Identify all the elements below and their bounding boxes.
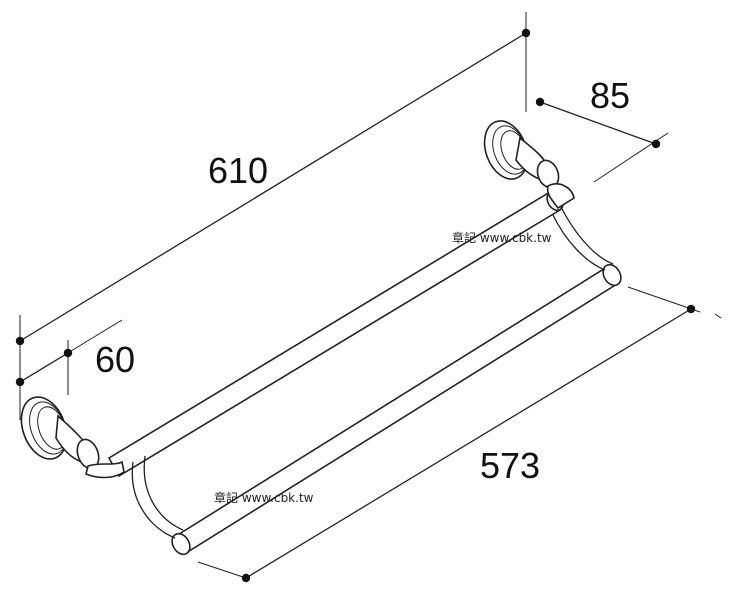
dimension-60: 60 [15, 319, 135, 395]
watermark-lower: 章記 www.cbk.tw [214, 490, 314, 505]
lower-towel-bar [171, 263, 622, 556]
support-arm-right [552, 204, 614, 271]
dimension-85: 85 [535, 75, 669, 183]
dimension-label-60: 60 [95, 339, 135, 380]
dimension-label-573: 573 [480, 445, 540, 486]
dimension-573: 573 [197, 286, 722, 583]
dimension-610: 610 [15, 12, 531, 420]
watermark-upper: 章記 www.cbk.tw [452, 230, 552, 245]
left-wall-bracket [20, 396, 125, 479]
right-wall-bracket [483, 120, 575, 210]
dimension-label-85: 85 [590, 75, 630, 116]
support-arm-left [131, 455, 184, 539]
dimension-label-610: 610 [208, 150, 268, 191]
